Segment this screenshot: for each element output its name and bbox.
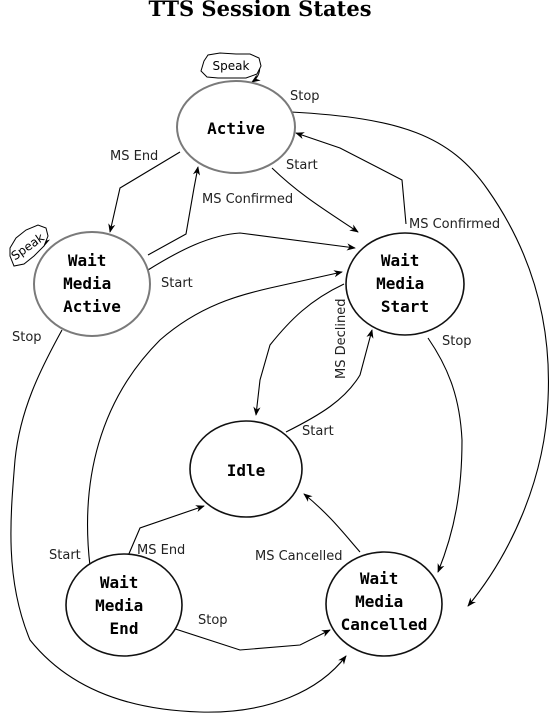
edge-active-start-to-wms <box>271 167 359 233</box>
state-wait-media-cancelled-circle <box>325 551 443 657</box>
state-wait-media-cancelled-line-1: Wait <box>360 569 399 588</box>
label-stop-wma: Stop <box>12 330 42 345</box>
state-active-line-1: Active <box>207 119 265 138</box>
label-ms-end-wme: MS End <box>137 543 185 558</box>
edge-wma-msconfirmed-to-active <box>147 166 201 256</box>
edge-wms-stop-to-cancelled <box>427 337 463 573</box>
state-wait-media-active: Wait Media Active <box>33 231 151 337</box>
label-ms-confirmed-wms: MS Confirmed <box>409 217 500 232</box>
state-wait-media-end-line-1: Wait <box>100 573 139 592</box>
label-start-wme: Start <box>49 548 81 563</box>
state-wait-media-cancelled-line-2: Media <box>355 592 403 611</box>
state-wait-media-active-line-3: Active <box>63 297 121 316</box>
edge-active-msend-to-wma <box>108 151 181 233</box>
state-active-label: Active <box>207 119 265 138</box>
label-start-idle: Start <box>302 424 334 439</box>
label-stop-wme: Stop <box>198 613 228 628</box>
state-wait-media-cancelled-label: Wait Media Cancelled <box>341 569 428 634</box>
edge-wme-msend-to-idle <box>127 505 205 557</box>
state-wait-media-start: Wait Media Start <box>345 232 465 336</box>
state-active-circle <box>176 80 296 174</box>
state-wait-media-start-line-2: Media <box>376 274 424 293</box>
edge-wme-start-to-wms <box>87 270 343 567</box>
label-ms-end-active: MS End <box>110 149 158 164</box>
label-stop-active: Stop <box>290 89 320 104</box>
edge-wms-msconfirmed-to-active <box>295 132 407 225</box>
label-stop-wms: Stop <box>442 334 472 349</box>
state-wait-media-start-circle <box>345 232 465 336</box>
label-start-active: Start <box>286 158 318 173</box>
edge-cancelled-mscancelled-to-idle <box>303 493 361 553</box>
edge-wma-stop-to-cancelled <box>10 329 347 713</box>
state-wait-media-end: Wait Media End <box>65 553 183 657</box>
state-wait-media-active-label: Wait Media Active <box>63 251 121 316</box>
edge-active-stop-to-cancelled <box>290 111 549 607</box>
speak-bubble-active: Speak <box>200 52 262 79</box>
state-wait-media-end-label: Wait Media End <box>95 573 153 638</box>
state-idle: Idle <box>189 420 303 518</box>
state-wait-media-cancelled: Wait Media Cancelled <box>325 551 443 657</box>
edge-wma-start-to-wms <box>147 232 356 271</box>
state-wait-media-active-circle <box>33 231 151 337</box>
state-idle-label: Idle <box>227 461 266 480</box>
state-wait-media-end-line-3: End <box>110 619 139 638</box>
state-idle-line-1: Idle <box>227 461 266 480</box>
state-wait-media-start-label: Wait Media Start <box>376 251 434 316</box>
state-idle-circle <box>189 420 303 518</box>
label-ms-confirmed-wma: MS Confirmed <box>202 192 293 207</box>
label-start-wma: Start <box>161 276 193 291</box>
diagram-title: TTS Session States <box>148 0 371 21</box>
label-ms-cancelled: MS Cancelled <box>255 549 343 564</box>
label-ms-declined: MS Declined <box>334 299 349 379</box>
state-wait-media-end-line-2: Media <box>95 596 143 615</box>
state-wait-media-cancelled-line-3: Cancelled <box>341 615 428 634</box>
edge-idle-start-to-wms <box>285 329 374 433</box>
edge-wms-msdeclined-to-idle <box>253 283 345 416</box>
state-wait-media-start-line-1: Wait <box>381 251 420 270</box>
state-wait-media-start-line-3: Start <box>381 297 429 316</box>
state-active: Active <box>176 80 296 174</box>
speak-label-active: Speak <box>213 59 250 73</box>
edge-wme-stop-to-cancelled <box>159 623 331 651</box>
state-wait-media-active-line-1: Wait <box>68 251 107 270</box>
state-wait-media-active-line-2: Media <box>63 274 111 293</box>
state-wait-media-end-circle <box>65 553 183 657</box>
